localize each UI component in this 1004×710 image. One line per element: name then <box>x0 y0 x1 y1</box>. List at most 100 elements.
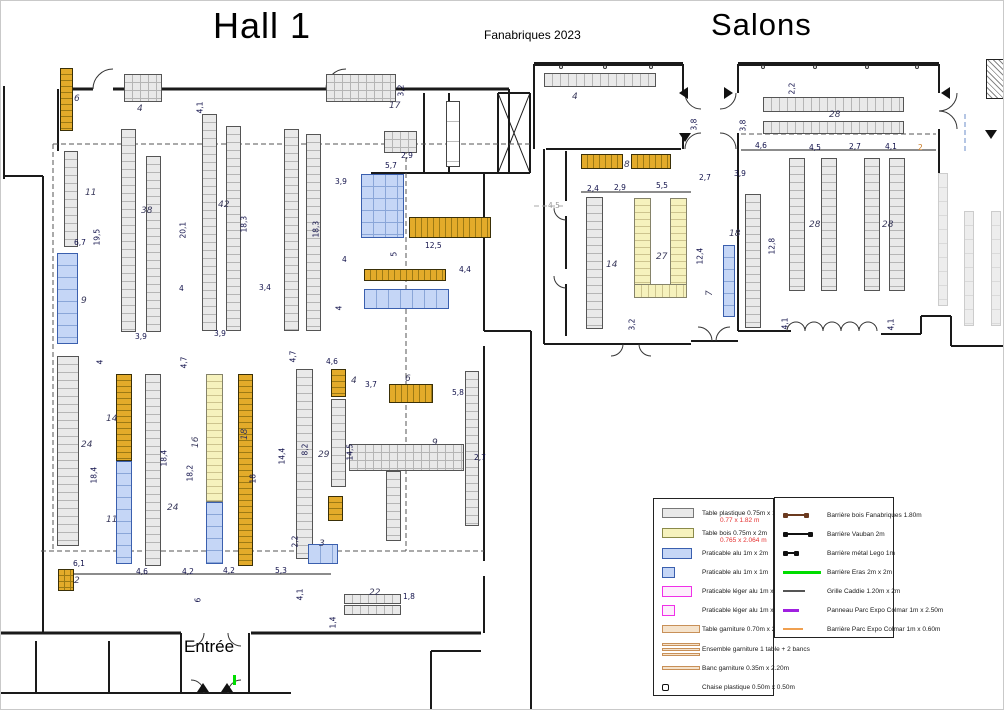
floor-rect-t <box>202 114 217 331</box>
structural-column-dot <box>761 65 765 69</box>
dimension-label: 4 <box>95 359 105 365</box>
legend-item-label: Table plastique 0.75m x 1.80m <box>702 509 791 517</box>
floor-rect-g <box>328 496 343 521</box>
door-direction-triangle <box>221 683 233 692</box>
floor-rect-t <box>889 158 905 291</box>
count-label: 42 <box>218 200 230 210</box>
leger-2-icon <box>662 585 692 597</box>
legend-item-label: Ensemble garniture 1 table + 2 bancs <box>702 645 810 653</box>
dimension-label: 18 <box>248 473 258 484</box>
legend-item: Barrière Parc Expo Colmar 1m x 0.60m <box>775 622 940 636</box>
dimension-label: 12,4 <box>695 247 705 265</box>
hall1-title: Hall 1 <box>213 5 312 46</box>
floor-rect-t <box>64 151 78 247</box>
count-label: 18 <box>240 428 250 440</box>
ensemble-icon <box>662 642 700 656</box>
dimension-label: 4,1 <box>195 101 205 114</box>
dimension-label: 4,7 <box>179 356 189 369</box>
legend-item: Chaise plastique 0.50m x 0.50m <box>654 680 795 694</box>
dimension-label: 12,5 <box>425 241 442 250</box>
entrance-label: Entrée <box>184 637 235 656</box>
structural-column-dot <box>559 65 563 69</box>
structural-column-dot <box>649 65 653 69</box>
dimension-label: 5,3 <box>275 566 287 575</box>
dimension-label: 2,2 <box>787 82 797 95</box>
dimension-label: 4 <box>342 255 347 264</box>
legend-item: Barrière bois Fanabriques 1.80m <box>775 508 922 522</box>
gray-line-icon <box>783 590 805 592</box>
count-label: 3 <box>319 539 325 549</box>
count-label: 28 <box>809 220 821 230</box>
structural-column-dot <box>865 65 869 69</box>
legend-item: Barrière Eras 2m x 2m <box>775 565 893 579</box>
dimension-label: 3,9 <box>335 177 347 186</box>
floor-rect-t <box>864 158 880 291</box>
legend-item: Praticable léger alu 1m x 1m <box>654 603 784 617</box>
floor-rect-t <box>344 605 401 615</box>
dimension-label: 19,5 <box>92 228 102 246</box>
dimension-label: 2,2 <box>290 535 300 548</box>
floor-rect-p <box>308 544 338 564</box>
dimension-label: 3,2 <box>627 318 637 331</box>
legend-item: Praticable alu 1m x 1m <box>654 565 773 579</box>
floor-rect-t <box>465 371 479 526</box>
door-direction-triangle <box>679 87 688 99</box>
prat-1-icon <box>662 566 675 578</box>
count-label: 9 <box>432 438 438 448</box>
table-bois-icon <box>662 528 694 538</box>
floor-rect-t <box>306 134 321 331</box>
dimension-label: 8,2 <box>300 443 310 456</box>
dimension-label: 6,1 <box>73 559 85 568</box>
legend-item-label: Barrière métal Lego 1m <box>827 549 895 557</box>
dimension-label: 1,4 <box>328 616 338 629</box>
floor-rect-p <box>364 289 449 309</box>
count-label: 14 <box>106 414 118 424</box>
legend-item-label: Praticable alu 1m x 1m <box>702 568 769 576</box>
purple-line-icon <box>783 608 799 612</box>
dimension-label: 3,8 <box>738 119 748 132</box>
dimension-label: 3,8 <box>689 118 699 131</box>
floor-rect-t <box>763 121 904 134</box>
count-label: 6 <box>74 94 80 104</box>
dimension-label: 2 <box>918 143 923 152</box>
legend-item-label: Barrière Eras 2m x 2m <box>827 568 893 576</box>
legend-item: Panneau Parc Expo Colmar 1m x 2.50m <box>775 603 943 617</box>
door-direction-triangle <box>724 87 733 99</box>
count-label: 27 <box>656 252 668 262</box>
dimension-label: 4,1 <box>885 142 897 151</box>
count-label: 4 <box>351 376 357 386</box>
floor-rect-t <box>344 594 401 604</box>
floor-rect-t <box>386 471 401 541</box>
event-name-label: Fanabriques 2023 <box>484 28 581 42</box>
floor-rect-t <box>544 73 656 87</box>
legend-item-label: Praticable léger alu 1m x 1m <box>702 606 785 614</box>
dimension-label: 2,7 <box>474 453 486 462</box>
floor-rect-o <box>446 101 460 167</box>
legend-item: Praticable alu 1m x 2m <box>654 546 773 560</box>
legend-item-label: Praticable alu 1m x 2m <box>702 549 769 557</box>
count-label: 24 <box>167 503 179 513</box>
dimension-label: 3,7 <box>365 380 377 389</box>
legend-item: Barrière métal Lego 1m <box>775 546 895 560</box>
dimension-label: 14,4 <box>277 447 287 465</box>
dimension-label: 3,4 <box>259 283 271 292</box>
count-label: 28 <box>882 220 894 230</box>
dimension-label: 2,4 <box>587 184 599 193</box>
floor-rect-g <box>238 374 253 566</box>
chaise-icon <box>662 683 669 691</box>
floor-rect-t <box>226 126 241 331</box>
floor-rect-t <box>146 156 161 332</box>
legend-item: Grille Caddie 1.20m x 2m <box>775 584 900 598</box>
floor-rect-f <box>964 211 974 326</box>
dimension-label: 4,6 <box>755 141 767 150</box>
floor-rect-t <box>296 369 313 559</box>
dimension-label: 20,1 <box>178 221 188 239</box>
floor-rect-p <box>361 174 404 238</box>
floor-rect-t <box>57 356 79 546</box>
floor-rect-t <box>284 129 299 331</box>
legend-item-label: Chaise plastique 0.50m x 0.50m <box>702 683 795 691</box>
dimension-label: 18,3 <box>239 215 249 233</box>
barb-black-icon <box>783 531 813 537</box>
floor-rect-t <box>145 374 161 566</box>
